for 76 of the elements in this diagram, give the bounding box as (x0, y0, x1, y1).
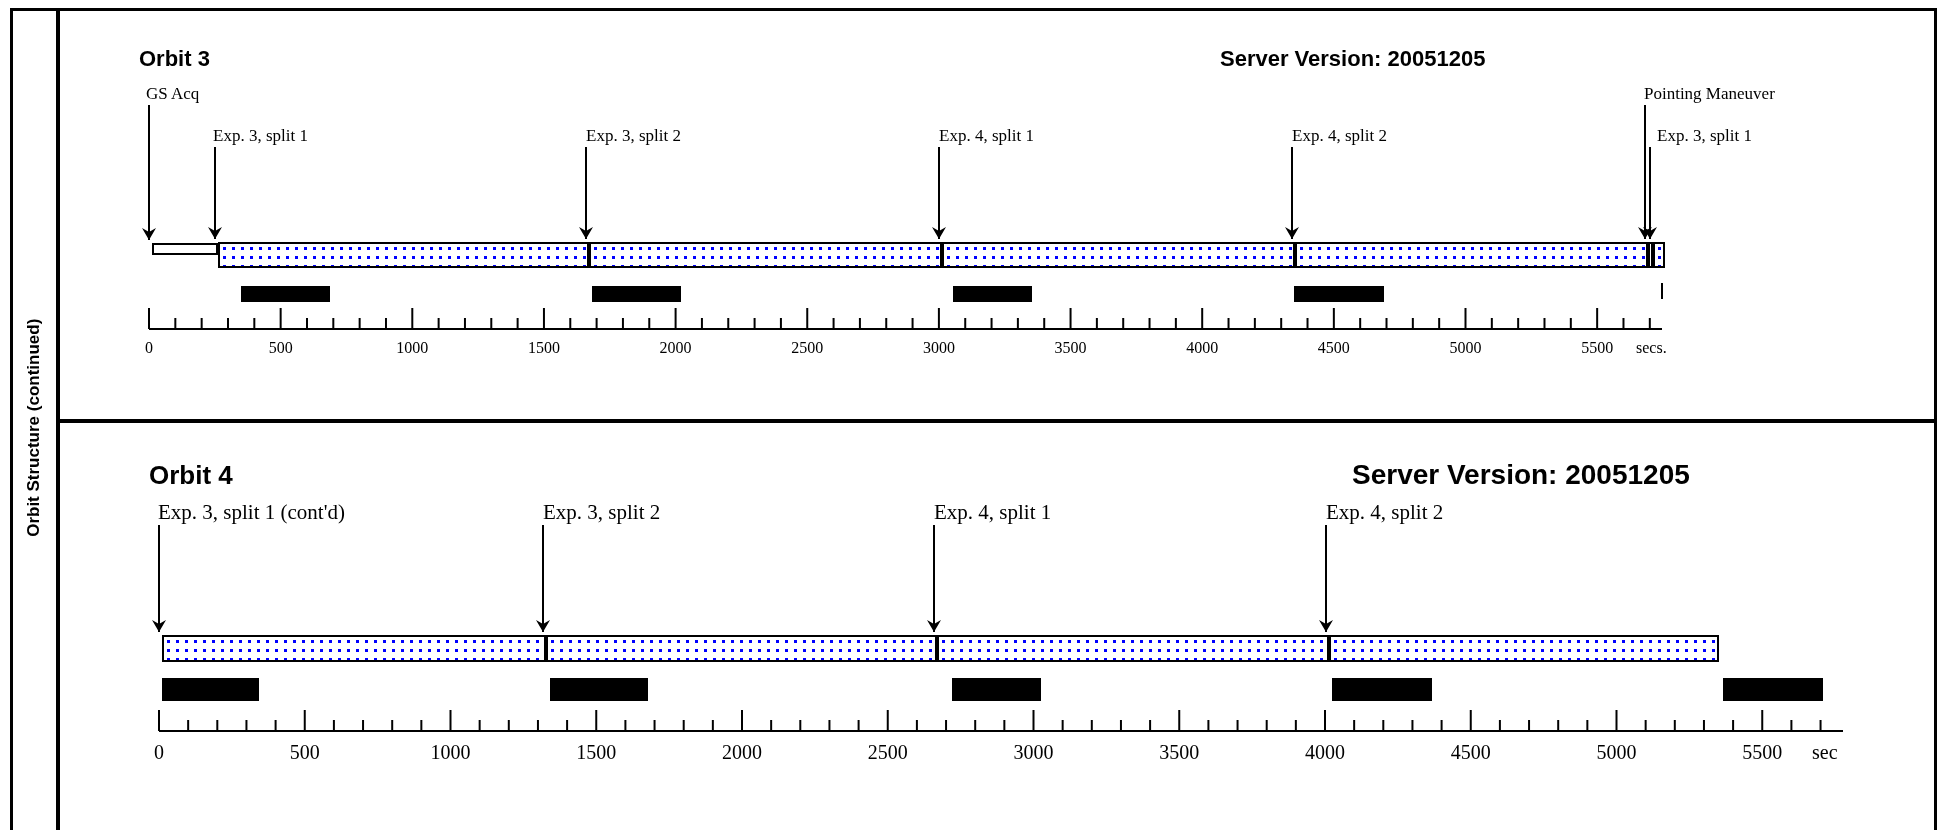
tick-label: 5000 (1596, 740, 1637, 765)
tick-label: 4000 (1305, 740, 1345, 765)
tick-label: 0 (145, 338, 153, 358)
version-label: Server Version: 20051205 (1220, 45, 1486, 73)
arrow (1643, 146, 1657, 240)
tick-label: 1500 (576, 740, 617, 765)
event-label: Exp. 3, split 1 (213, 125, 308, 147)
tick-label: 3000 (922, 338, 955, 358)
timeline-segment (942, 242, 1295, 268)
activity-bar (592, 286, 681, 302)
event-label: Exp. 4, split 2 (1326, 499, 1444, 525)
activity-bar (1294, 286, 1384, 302)
tick-label: 4000 (1186, 338, 1219, 358)
event-label: Exp. 3, split 1 (cont'd) (158, 499, 345, 525)
event-label: Exp. 4, split 2 (1292, 125, 1387, 147)
event-label: Exp. 3, split 2 (543, 499, 661, 525)
band-title: Orbit Structure (continued) (23, 318, 45, 538)
activity-bar (550, 678, 648, 701)
arrow (152, 524, 166, 633)
activity-bar (953, 286, 1032, 302)
tick-label: 3500 (1159, 740, 1200, 765)
unit-label: sec (1812, 740, 1838, 765)
orbit-title: Orbit 3 (139, 45, 210, 73)
timeline-segment (1329, 635, 1719, 662)
activity-bar (1723, 678, 1823, 701)
tick-label: 2500 (867, 740, 908, 765)
tick-label: 1500 (527, 338, 560, 358)
timeline-segment (1295, 242, 1648, 268)
tick-label: 1000 (396, 338, 429, 358)
arrow (579, 146, 593, 240)
tick-label: 5500 (1742, 740, 1783, 765)
timeline-segment (1653, 242, 1665, 268)
arrow (1285, 146, 1299, 240)
arrow (536, 524, 550, 633)
tick-label: 2500 (791, 338, 824, 358)
tick-label: 3500 (1054, 338, 1087, 358)
activity-bar (162, 678, 259, 701)
timeline-segment (218, 242, 589, 268)
arrow (208, 146, 222, 240)
tick-label: 500 (268, 338, 293, 358)
tick-label: 2000 (722, 740, 762, 765)
timeline-segment (546, 635, 937, 662)
activity-bar (952, 678, 1041, 701)
side-band (10, 8, 59, 830)
arrow (1319, 524, 1333, 633)
arrow (142, 104, 156, 241)
activity-bar (1332, 678, 1432, 701)
event-label: Exp. 4, split 1 (939, 125, 1034, 147)
event-label: Exp. 3, split 2 (586, 125, 681, 147)
tick-label: 0 (154, 740, 164, 765)
timeline-segment (152, 243, 218, 255)
tick-label: 500 (289, 740, 320, 765)
tick-label: 5000 (1449, 338, 1482, 358)
event-label: Exp. 4, split 1 (934, 499, 1052, 525)
timeline-segment (589, 242, 942, 268)
timeline-segment (1648, 242, 1653, 268)
arrow (927, 524, 941, 633)
event-label: Pointing Maneuver (1644, 83, 1775, 105)
tick-label: 5500 (1581, 338, 1614, 358)
tick-label: 2000 (659, 338, 692, 358)
arrow (932, 146, 946, 240)
tick-label: 1000 (430, 740, 471, 765)
arrow (1638, 104, 1652, 240)
version-label: Server Version: 20051205 (1352, 458, 1690, 492)
activity-bar (241, 286, 330, 302)
tick-label: 4500 (1450, 740, 1491, 765)
orbit-title: Orbit 4 (149, 459, 233, 492)
event-label: GS Acq (146, 83, 200, 105)
tick-label: 4500 (1317, 338, 1350, 358)
event-label: Exp. 3, split 1 (1657, 125, 1752, 147)
panel (57, 420, 1937, 830)
unit-label: secs. (1636, 338, 1667, 358)
timeline-segment (937, 635, 1329, 662)
panel (57, 8, 1937, 422)
tick-label: 3000 (1013, 740, 1054, 765)
timeline-segment (162, 635, 546, 662)
